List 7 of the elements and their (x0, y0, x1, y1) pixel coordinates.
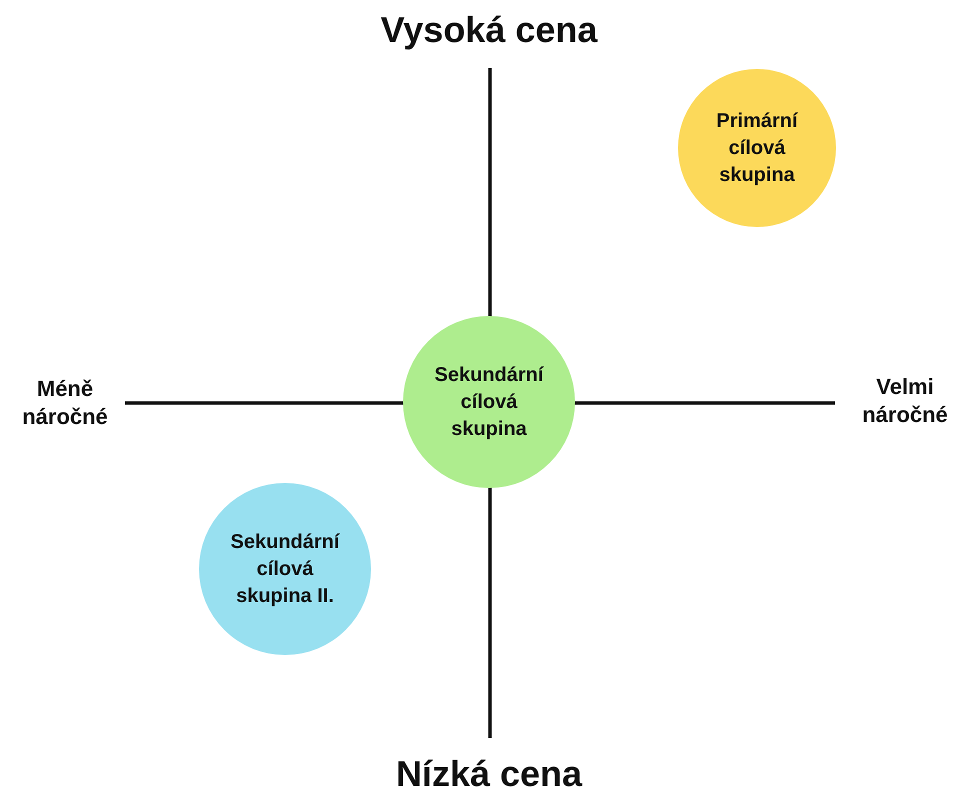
axis-label: Vysoká cena (380, 8, 599, 52)
axis-label: Nízká cena (394, 752, 584, 793)
segment-label: Primární cílová skupina (715, 108, 799, 188)
segment-label: Sekundární cílová skupina (434, 362, 545, 442)
axis-label: Méně náročné (21, 374, 109, 432)
axis-label: Velmi náročné (861, 372, 949, 430)
segment-label: Sekundární cílová skupina II. (230, 530, 341, 608)
